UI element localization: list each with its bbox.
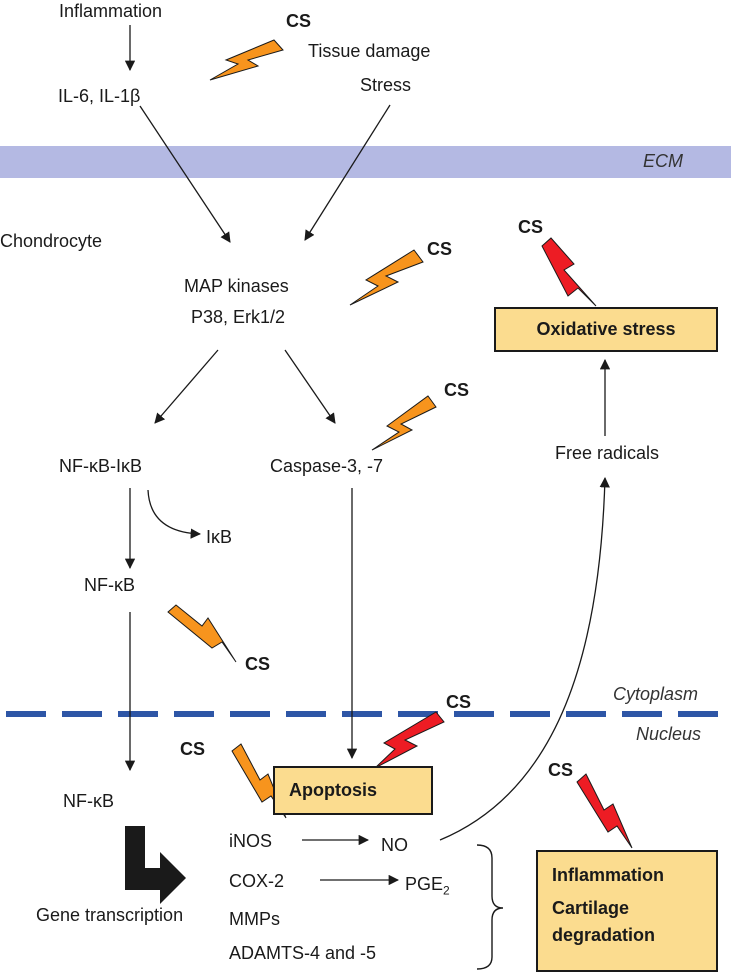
inflammation-degradation-box: Inflammation Cartilage degradation [536, 850, 718, 972]
outcome-degradation-label: degradation [552, 925, 656, 945]
label-il6-il1b: IL-6, IL-1β [58, 86, 141, 106]
cs-label: CS [427, 239, 453, 259]
label-no: NO [381, 835, 408, 855]
cs-label: CS [518, 217, 544, 237]
lightning-bolt-icon [374, 711, 445, 769]
label-ikb: IκB [206, 527, 233, 547]
label-nfkb-ikb: NF-κB-IκB [59, 456, 142, 476]
arrow-map-to-nfkb-ikb [154, 349, 219, 424]
outcome-cartilage-label: Cartilage [552, 898, 630, 918]
lightning-bolt-icon [371, 395, 437, 451]
cs-label: CS [180, 739, 206, 759]
apoptosis-label: Apoptosis [289, 780, 377, 800]
oxidative-stress-label: Oxidative stress [536, 319, 676, 339]
outcome-brace [476, 844, 504, 970]
label-nfkb-nucleus: NF-κB [63, 791, 114, 811]
label-inflammation-stimulus: Inflammation [59, 1, 163, 21]
lightning-bolt-icon [209, 39, 284, 81]
arrow-il-to-map [139, 105, 231, 243]
arrow-release-ikb [147, 489, 202, 539]
lightning-bolt-icon [349, 249, 424, 306]
label-free-radicals: Free radicals [555, 443, 660, 463]
ecm-band [0, 146, 731, 178]
apoptosis-box: Apoptosis [273, 766, 433, 815]
label-inos: iNOS [229, 831, 273, 851]
gene-transcription-arrow [125, 826, 186, 904]
lightning-bolt-icon [576, 773, 633, 849]
label-cox2: COX-2 [229, 871, 285, 891]
label-nfkb-cytoplasm: NF-κB [84, 575, 135, 595]
arrow-map-to-caspase [284, 349, 336, 424]
cs-label: CS [245, 654, 271, 674]
label-stress: Stress [360, 75, 412, 95]
label-nucleus: Nucleus [636, 724, 702, 744]
label-caspase: Caspase-3, -7 [270, 456, 384, 476]
cs-label: CS [444, 380, 470, 400]
arrow-no-to-free-radicals [439, 476, 610, 841]
label-ecm: ECM [643, 151, 683, 171]
cs-label: CS [286, 11, 312, 31]
oxidative-stress-box: Oxidative stress [494, 307, 718, 352]
label-p38-erk: P38, Erk1/2 [191, 307, 286, 327]
cs-label: CS [548, 760, 574, 780]
label-mmps: MMPs [229, 909, 280, 929]
label-gene-transcription: Gene transcription [36, 905, 184, 925]
label-adamts: ADAMTS-4 and -5 [229, 943, 377, 963]
lightning-bolt-icon [167, 604, 237, 663]
label-tissue-damage: Tissue damage [308, 41, 431, 61]
label-map-kinases: MAP kinases [184, 276, 289, 296]
label-chondrocyte: Chondrocyte [0, 231, 103, 251]
label-cytoplasm: Cytoplasm [613, 684, 699, 704]
lightning-bolt-icon [541, 237, 597, 307]
label-pge2: PGE2 [405, 874, 450, 898]
arrow-stress-to-map [304, 104, 391, 241]
cs-label: CS [446, 692, 472, 712]
outcome-inflammation-label: Inflammation [552, 865, 665, 885]
